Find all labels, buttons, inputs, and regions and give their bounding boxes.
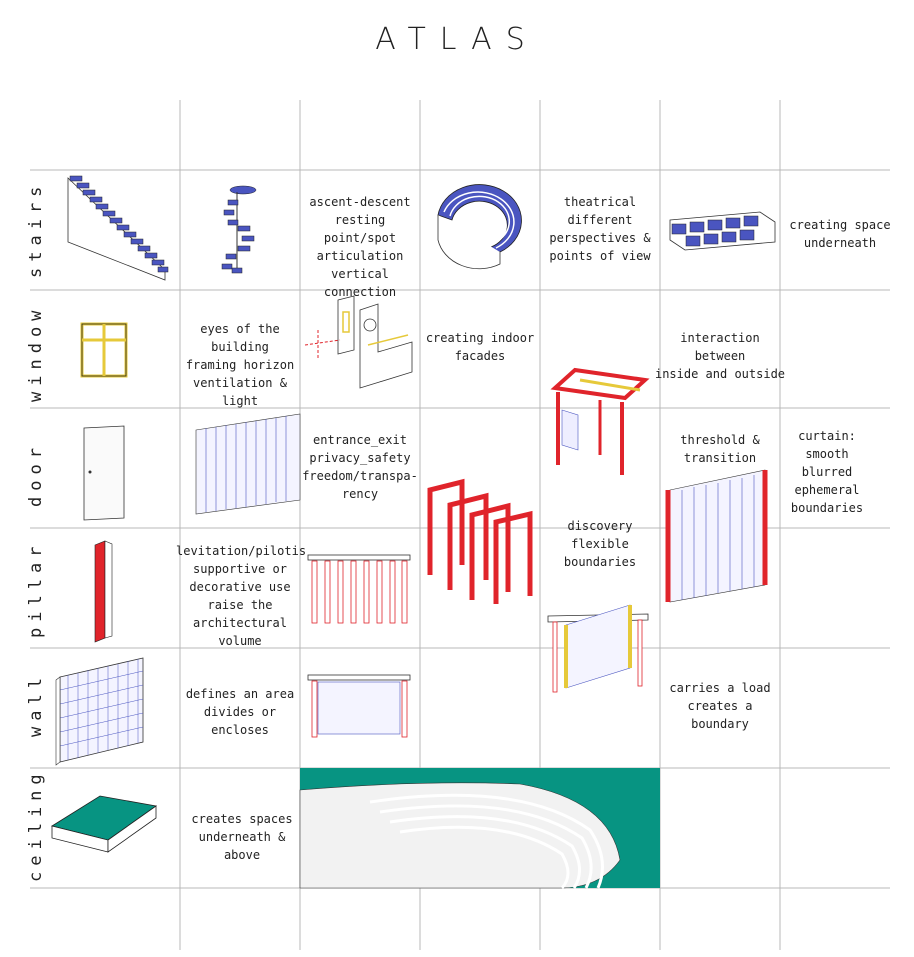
note-door-1: entrance_exit privacy_safety freedom/tra…: [302, 433, 418, 501]
note-stairs-3: creating space underneath: [789, 218, 891, 250]
curtain-portal-drawing: [665, 469, 768, 603]
amphitheatre-section-drawing: [299, 768, 660, 890]
page-title: ATLAS: [375, 22, 539, 57]
door-drawing: [83, 425, 125, 521]
note-window-3: interaction between inside and outside: [654, 331, 786, 381]
row-label-wall: wall: [26, 672, 46, 737]
row-label-ceiling: ceiling: [26, 768, 46, 882]
wall-frame-drawing: [307, 674, 411, 738]
note-wall-2: carries a load creates a boundary: [669, 681, 771, 731]
row-label-pillar: pillar: [26, 540, 46, 638]
amphitheatre-stair-drawing: [437, 184, 522, 270]
note-stairs-2: theatrical different perspectives & poin…: [549, 195, 651, 263]
note-ceiling-1: creates spaces underneath & above: [191, 812, 293, 862]
note-stairs-1: ascent-descent resting point/spot articu…: [309, 195, 411, 299]
row-label-stairs: stairs: [26, 180, 46, 278]
spiral-stair-drawing: [221, 185, 257, 274]
note-pillar-2: discovery flexible boundaries: [563, 519, 637, 569]
note-pillar-1: levitation/pilotis supportive or decorat…: [176, 544, 307, 648]
stepped-platform-drawing: [669, 211, 776, 251]
note-window-1: eyes of the building framing horizon ven…: [185, 322, 295, 408]
row-label-window: window: [26, 304, 46, 402]
note-wall-1: defines an area divides or encloses: [185, 687, 295, 737]
pilotis-drawing: [307, 554, 411, 624]
table-wall-drawing: [547, 604, 649, 693]
note-door-2: threshold & transition: [680, 433, 760, 465]
door-frames-drawing: [427, 478, 533, 604]
window-wall-drawing: [304, 295, 413, 389]
straight-stair-drawing: [67, 175, 169, 281]
ceiling-slab-drawing: [50, 795, 158, 853]
window-drawing: [80, 322, 128, 378]
frame-pavilion-drawing: [550, 367, 650, 475]
row-label-door: door: [26, 442, 46, 507]
note-window-2: creating indoor facades: [425, 331, 535, 363]
grid-wall-drawing: [55, 657, 144, 766]
pleated-curtain-drawing: [195, 413, 301, 515]
note-door-3: curtain: smooth blurred ephemeral bounda…: [790, 429, 864, 515]
pillar-drawing: [94, 540, 113, 643]
